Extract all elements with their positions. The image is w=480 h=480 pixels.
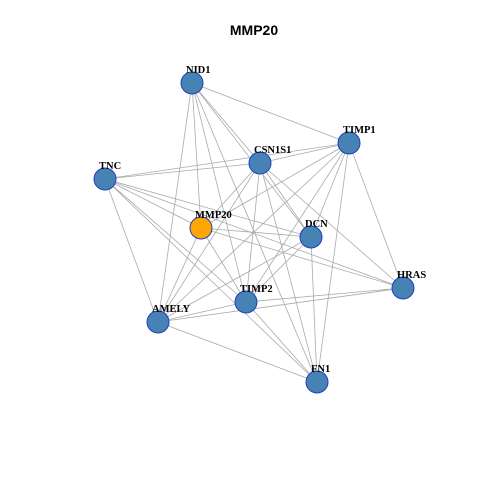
node-circle[interactable] <box>146 310 170 334</box>
node-fn1[interactable]: FN1 <box>305 364 330 394</box>
edge-mmp20-amely <box>157 227 202 323</box>
node-circle[interactable] <box>305 370 329 394</box>
node-timp2[interactable]: TIMP2 <box>234 284 273 314</box>
edge-mmp20-timp2 <box>200 227 247 303</box>
edge-tnc-dcn <box>104 178 312 238</box>
edge-nid1-timp2 <box>191 82 247 303</box>
node-label: TIMP2 <box>240 284 273 295</box>
edge-hras-amely <box>157 287 404 323</box>
node-circle[interactable] <box>234 290 258 314</box>
node-circle[interactable] <box>93 167 117 191</box>
node-label: CSN1S1 <box>254 145 291 156</box>
edge-timp2-fn1 <box>245 301 318 383</box>
node-circle[interactable] <box>391 276 415 300</box>
edge-nid1-mmp20 <box>191 82 202 229</box>
node-csn1s1[interactable]: CSN1S1 <box>248 145 291 175</box>
node-circle[interactable] <box>337 131 361 155</box>
node-label: DCN <box>305 219 328 230</box>
edge-mmp20-dcn <box>200 227 312 238</box>
edge-mmp20-hras <box>200 227 404 289</box>
node-mmp20[interactable]: MMP20 <box>189 210 232 240</box>
edge-timp2-amely <box>157 301 247 323</box>
edge-csn1s1-amely <box>157 162 261 323</box>
graph-title: MMP20 <box>230 22 278 38</box>
node-timp1[interactable]: TIMP1 <box>337 125 376 155</box>
node-hras[interactable]: HRAS <box>391 270 426 300</box>
edge-csn1s1-mmp20 <box>200 162 261 229</box>
edge-tnc-hras <box>104 178 404 289</box>
node-label: NID1 <box>186 65 211 76</box>
edge-tnc-fn1 <box>104 178 318 383</box>
edge-tnc-amely <box>104 178 159 323</box>
edge-nid1-timp1 <box>191 82 350 144</box>
edge-tnc-mmp20 <box>104 178 202 229</box>
node-label: FN1 <box>311 364 330 375</box>
edge-timp1-mmp20 <box>200 142 350 229</box>
edge-timp1-hras <box>348 142 404 289</box>
node-circle[interactable] <box>189 216 213 240</box>
edge-timp1-dcn <box>310 142 350 238</box>
node-label: HRAS <box>397 270 426 281</box>
edge-dcn-fn1 <box>310 236 318 383</box>
node-circle[interactable] <box>248 151 272 175</box>
node-circle[interactable] <box>180 71 204 95</box>
edge-layer <box>104 82 404 383</box>
edge-timp1-tnc <box>104 142 350 180</box>
edge-dcn-amely <box>157 236 312 323</box>
node-dcn[interactable]: DCN <box>299 219 328 249</box>
edge-csn1s1-fn1 <box>259 162 318 383</box>
edge-csn1s1-tnc <box>104 162 261 180</box>
node-nid1[interactable]: NID1 <box>180 65 211 95</box>
edge-dcn-timp2 <box>245 236 312 303</box>
edge-timp1-csn1s1 <box>259 142 350 164</box>
node-label: TIMP1 <box>343 125 376 136</box>
edge-hras-timp2 <box>245 287 404 303</box>
node-label: MMP20 <box>195 210 232 221</box>
edge-csn1s1-hras <box>259 162 404 289</box>
edge-amely-fn1 <box>157 321 318 383</box>
node-label: AMELY <box>152 304 191 315</box>
edge-nid1-amely <box>157 82 193 323</box>
edge-nid1-csn1s1 <box>191 82 261 164</box>
edge-csn1s1-dcn <box>259 162 312 238</box>
edge-tnc-timp2 <box>104 178 247 303</box>
node-tnc[interactable]: TNC <box>93 161 121 191</box>
node-circle[interactable] <box>299 225 323 249</box>
edge-timp1-timp2 <box>245 142 350 303</box>
node-amely[interactable]: AMELY <box>146 304 191 334</box>
node-label: TNC <box>99 161 121 172</box>
